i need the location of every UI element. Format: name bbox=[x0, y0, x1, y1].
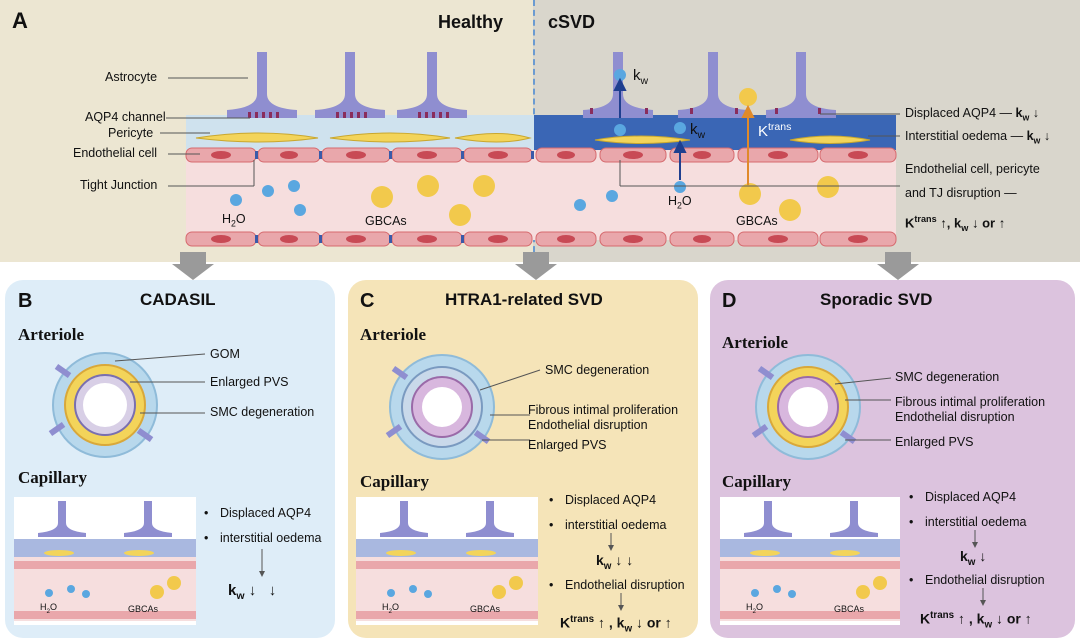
panel-c-capillary-diagram bbox=[356, 497, 538, 625]
gbca-label-healthy: GBCAs bbox=[365, 214, 407, 228]
panel-b-label-pvs: Enlarged PVS bbox=[210, 375, 289, 389]
panel-b-arteriole-diagram bbox=[48, 352, 158, 458]
label-displaced-aqp4: Displaced AQP4 — kw ↓ bbox=[905, 106, 1039, 123]
label-disruption-1: Endothelial cell, pericyte bbox=[905, 162, 1040, 176]
panel-b-small-arrow bbox=[259, 549, 265, 577]
panel-b-gbcas: GBCAs bbox=[128, 604, 159, 614]
panel-d-capillary: Capillary bbox=[722, 472, 791, 491]
label-astrocyte: Astrocyte bbox=[105, 70, 158, 84]
panel-d-capillary-diagram bbox=[720, 497, 900, 625]
panel-b-arteriole: Arteriole bbox=[18, 325, 85, 344]
panel-c-arteriole: Arteriole bbox=[360, 325, 427, 344]
panel-d-letter: D bbox=[722, 290, 737, 312]
panel-d-label-pvs: Enlarged PVS bbox=[895, 435, 974, 449]
panel-c-water: H2O bbox=[382, 602, 400, 615]
label-disruption-params: Ktrans ↑, kw ↓ or ↑ bbox=[905, 214, 1006, 233]
water-label-healthy: H2O bbox=[222, 212, 246, 229]
panel-d-label-endo: Endothelial disruption bbox=[895, 410, 1015, 424]
panel-d-bullet-2: interstitial oedema bbox=[909, 515, 1027, 529]
label-aqp4-channel: AQP4 channel bbox=[85, 110, 166, 124]
panel-d-small-arrow-1 bbox=[972, 530, 978, 548]
panel-b-water: H2O bbox=[40, 602, 58, 615]
panel-c-bullet-2: interstitial oedema bbox=[549, 518, 667, 532]
panel-b-bullet-2: interstitial oedema bbox=[204, 531, 322, 545]
panel-d-title: Sporadic SVD bbox=[820, 290, 933, 309]
panel-b-label-gom: GOM bbox=[210, 347, 240, 361]
label-pericyte: Pericyte bbox=[108, 126, 154, 140]
kw-label-top: kw bbox=[633, 67, 649, 87]
water-label-csvd: H2O bbox=[668, 194, 692, 211]
label-tight-junction: Tight Junction bbox=[80, 178, 158, 192]
panel-b-capillary-diagram bbox=[14, 497, 196, 625]
gbca-label-csvd: GBCAs bbox=[736, 214, 778, 228]
connector-arrows bbox=[172, 252, 919, 280]
ktrans-label: Ktrans bbox=[758, 121, 792, 140]
kw-label-mid: kw bbox=[690, 121, 706, 141]
panel-b-leaders bbox=[114, 353, 206, 414]
panel-d-arteriole-diagram bbox=[751, 354, 861, 460]
panel-b-bullet-1: Displaced AQP4 bbox=[204, 506, 311, 520]
panel-c-title: HTRA1-related SVD bbox=[445, 290, 603, 309]
panel-d-bullet-3: Endothelial disruption bbox=[909, 573, 1044, 587]
vessel-illustration bbox=[160, 52, 900, 247]
label-endothelial-cell: Endothelial cell bbox=[73, 146, 158, 160]
panel-c-small-arrow-1 bbox=[608, 533, 614, 551]
panel-c-label-fib: Fibrous intimal proliferation bbox=[528, 403, 679, 417]
panel-d-gbcas: GBCAs bbox=[834, 604, 865, 614]
label-disruption-2: and TJ disruption — bbox=[905, 186, 1017, 200]
panel-d-bullet-1: Displaced AQP4 bbox=[909, 490, 1016, 504]
panel-c-label-endo: Endothelial disruption bbox=[528, 418, 648, 432]
panel-d-label-smc: SMC degeneration bbox=[895, 370, 1000, 384]
panel-a-letter: A bbox=[12, 8, 28, 33]
panel-b-capillary: Capillary bbox=[18, 468, 87, 487]
panel-c-ktrans-result: Ktrans ↑ , kw ↓ or ↑ bbox=[560, 614, 672, 635]
panel-c-capillary: Capillary bbox=[360, 472, 429, 491]
healthy-title: Healthy bbox=[438, 12, 504, 32]
panel-d-ktrans-result: Ktrans ↑ , kw ↓ or ↑ bbox=[920, 610, 1032, 631]
panel-d-small-arrow-2 bbox=[980, 588, 986, 606]
panel-b-kw-result: kw ↓ ↓ bbox=[228, 582, 277, 602]
panel-c-bullet-1: Displaced AQP4 bbox=[549, 493, 656, 507]
panel-c-arteriole-diagram bbox=[385, 354, 495, 460]
panel-d-label-fib: Fibrous intimal proliferation bbox=[895, 395, 1046, 409]
panel-b-title: CADASIL bbox=[140, 290, 216, 309]
panel-c-letter: C bbox=[360, 290, 375, 312]
panel-d-kw-result: kw ↓ bbox=[960, 548, 987, 568]
panel-b-letter: B bbox=[18, 290, 33, 312]
panel-c-label-smc: SMC degeneration bbox=[545, 363, 650, 377]
panel-d-leaders bbox=[834, 377, 892, 441]
panel-c-small-arrow-2 bbox=[618, 593, 624, 611]
panel-d-arteriole: Arteriole bbox=[722, 333, 789, 352]
panel-c-bullet-3: Endothelial disruption bbox=[549, 578, 684, 592]
panel-c-label-pvs: Enlarged PVS bbox=[528, 438, 607, 452]
label-interstitial-oedema: Interstitial oedema — kw ↓ bbox=[905, 129, 1051, 146]
panel-b-label-smc: SMC degeneration bbox=[210, 405, 315, 419]
panel-d-water: H2O bbox=[746, 602, 764, 615]
panel-c-kw-result: kw ↓ ↓ bbox=[596, 552, 634, 572]
csvd-title: cSVD bbox=[548, 12, 596, 32]
panel-c-gbcas: GBCAs bbox=[470, 604, 501, 614]
panel-c-leaders bbox=[479, 369, 541, 441]
